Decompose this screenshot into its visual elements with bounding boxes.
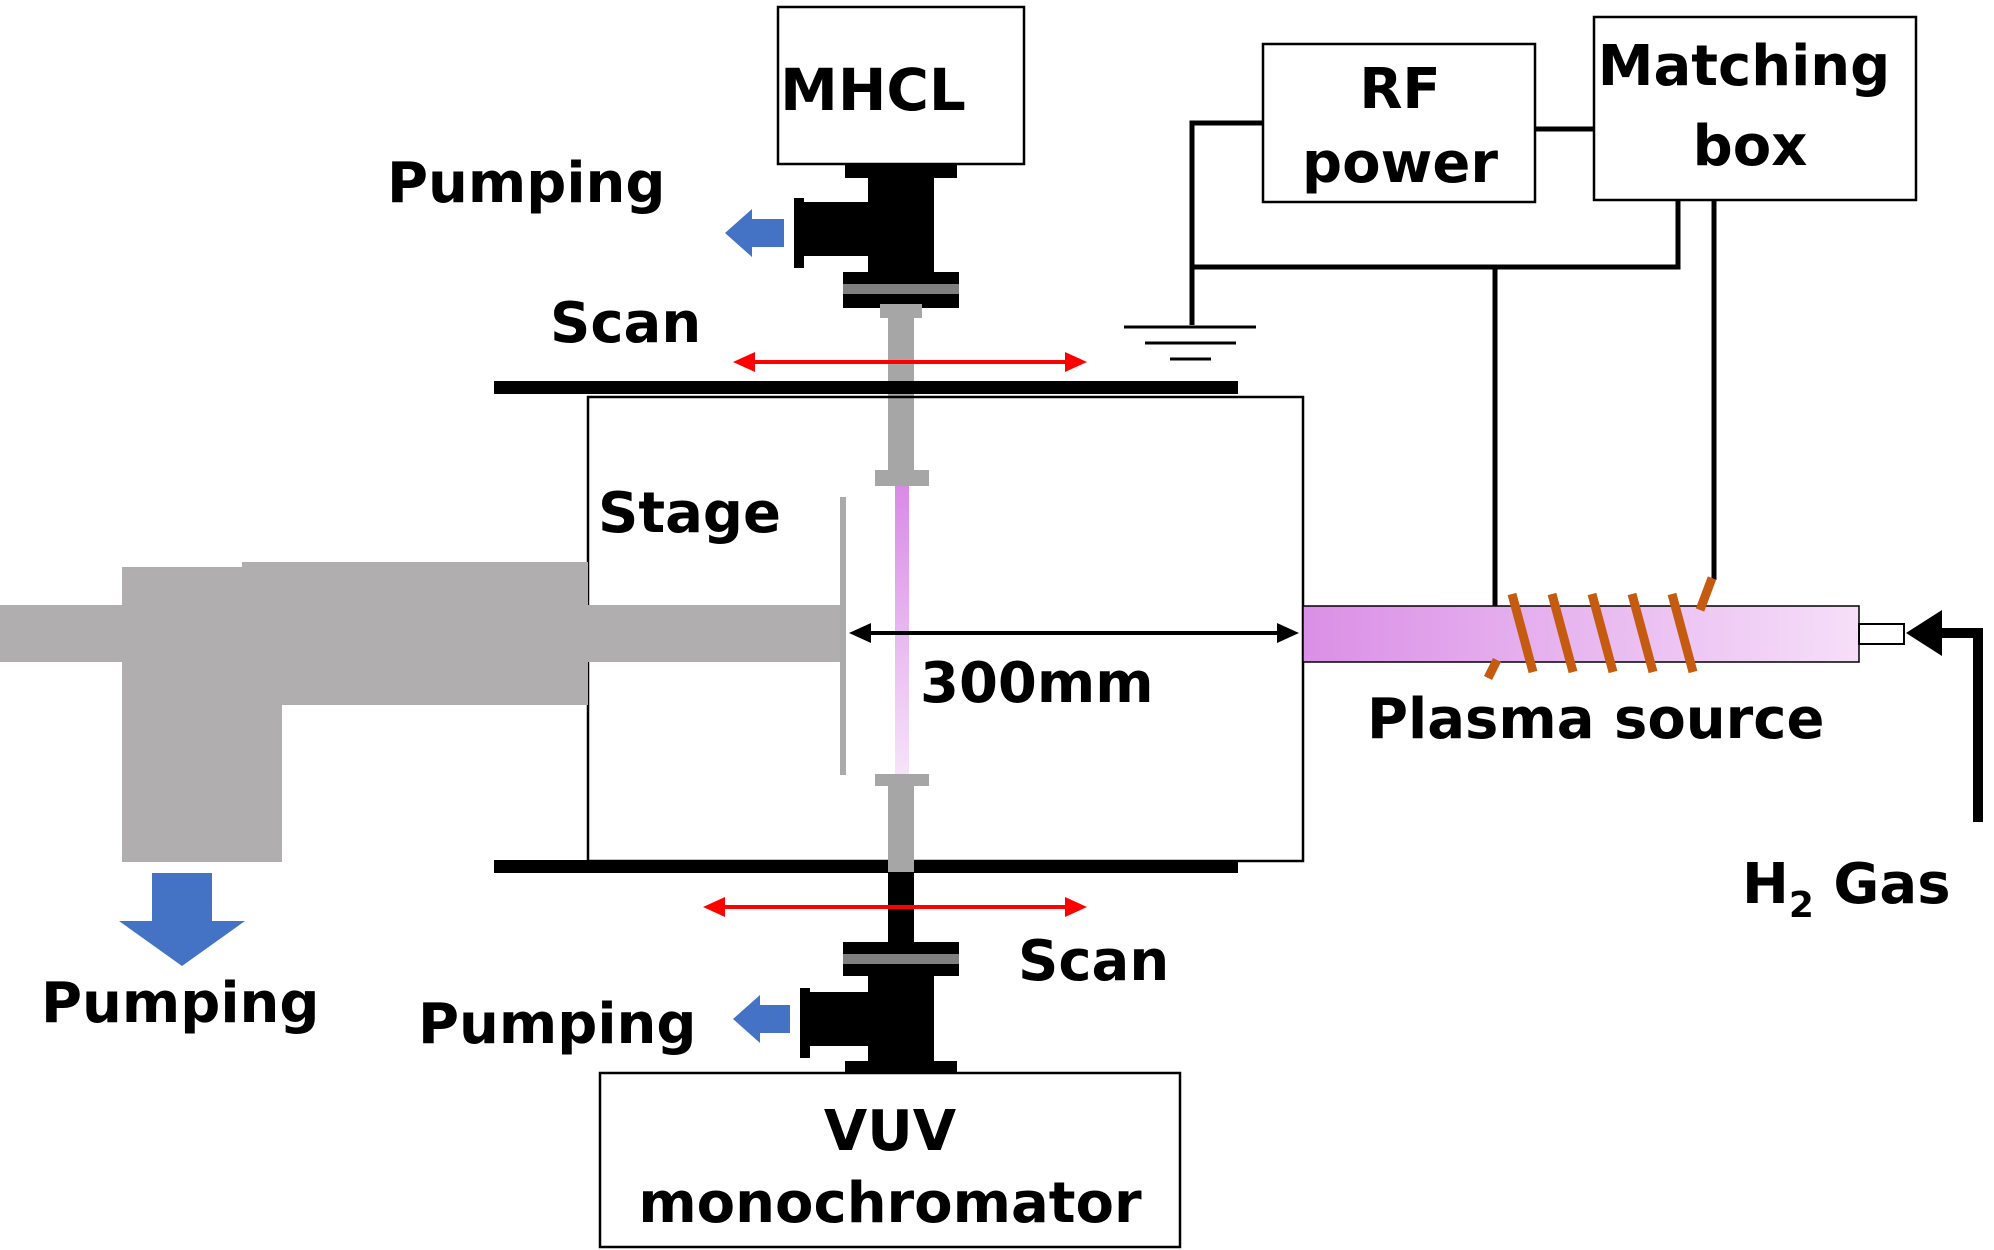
scan-arrow-top — [733, 352, 1087, 372]
distance-arrow — [849, 623, 1299, 643]
vuv-monochromator-box — [598, 1071, 1182, 1249]
bottom-flange-assembly — [800, 774, 959, 1073]
pumping-arrow-bottom — [733, 995, 790, 1043]
matching-box — [1592, 15, 1918, 202]
pumping-arrow-left — [119, 873, 245, 966]
mhcl-box — [776, 5, 1026, 166]
chamber-top-wall — [494, 381, 1238, 394]
distance-label: 300mm — [920, 651, 1154, 716]
box-label: box — [1693, 114, 1808, 179]
scan-top-label: Scan — [550, 291, 701, 356]
power-label: power — [1302, 131, 1498, 196]
monochromator-label: monochromator — [638, 1171, 1142, 1236]
matching-label: Matching — [1598, 34, 1891, 99]
scan-bottom-label: Scan — [1018, 929, 1169, 994]
mhcl-label: MHCL — [780, 56, 966, 124]
plasma-tube — [1302, 605, 1860, 663]
rf-coil — [1483, 576, 1717, 681]
pumping-left-label: Pumping — [41, 971, 320, 1036]
plasma-source-label: Plasma source — [1367, 687, 1824, 752]
scan-arrow-bottom — [703, 897, 1087, 917]
stage-label: Stage — [598, 481, 781, 546]
rf-wiring — [1189, 120, 1717, 607]
gas-inlet-tube — [1858, 623, 1905, 645]
vuv-label: VUV — [824, 1099, 957, 1164]
gas-line — [1906, 610, 1983, 822]
pumping-top-label: Pumping — [387, 151, 666, 216]
pumping-bottom-label: Pumping — [418, 992, 697, 1057]
chamber-bottom-wall — [494, 860, 1238, 873]
top-flange-assembly — [794, 164, 959, 486]
rf-label: RF — [1359, 57, 1440, 122]
ground-icon — [1124, 325, 1256, 361]
stage-manipulator — [0, 497, 846, 862]
pumping-arrow-top — [725, 209, 784, 257]
h2-gas-label: H2 Gas — [1742, 852, 1951, 926]
